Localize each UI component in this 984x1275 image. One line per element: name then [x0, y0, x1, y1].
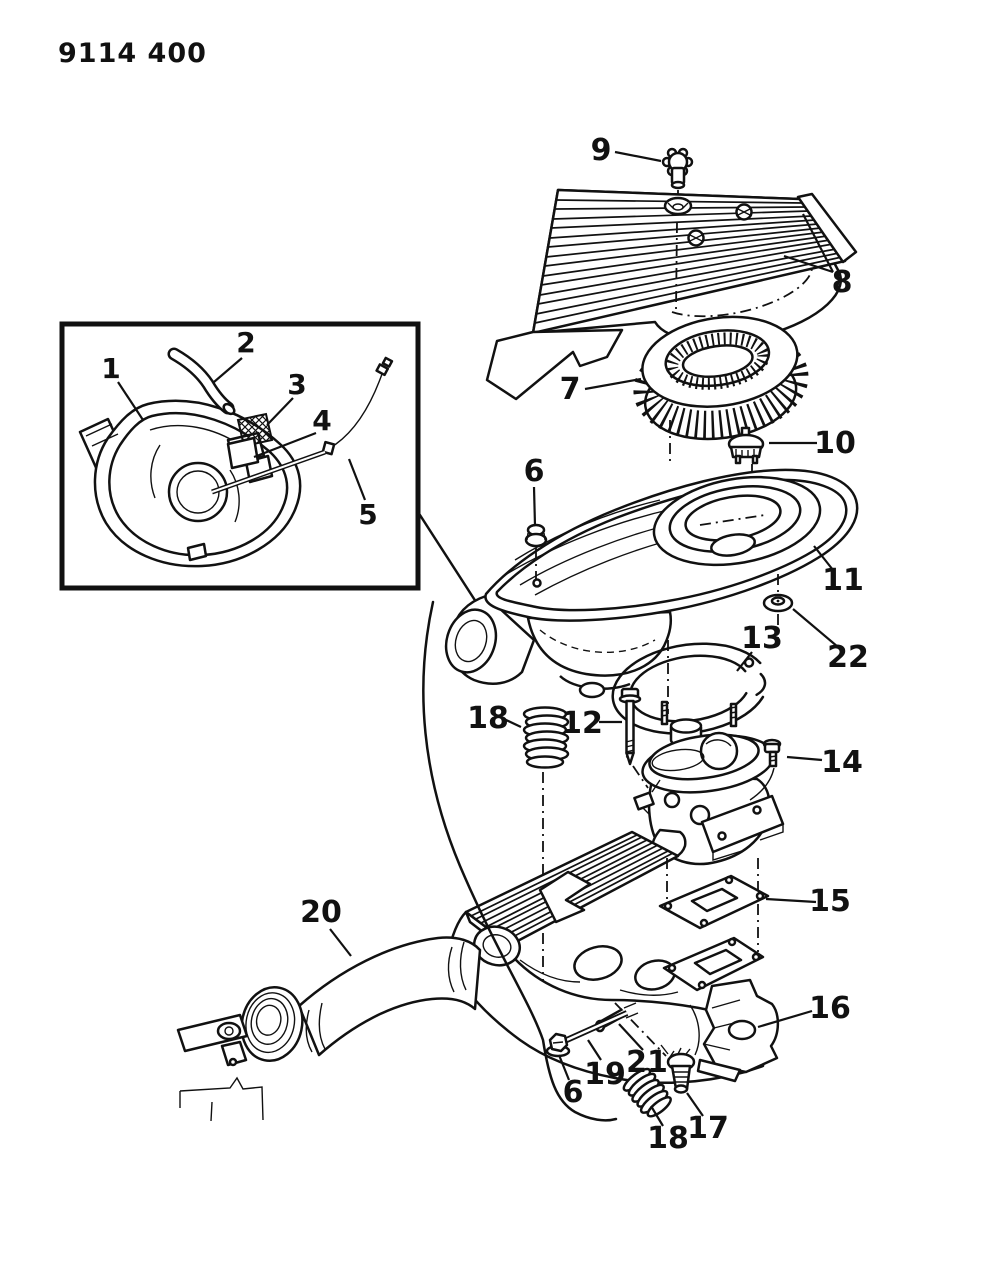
- hold-down-bolt: [618, 687, 649, 789]
- housing-funnel: [526, 610, 672, 677]
- hex-bolt: [545, 1032, 571, 1058]
- callout-14: 14: [821, 745, 863, 780]
- washer: [762, 574, 794, 640]
- clamp-fitting: [660, 1044, 696, 1094]
- callout-20: 20: [300, 895, 342, 930]
- callout-15: 15: [809, 884, 851, 919]
- bracket-bolt: [749, 738, 782, 801]
- centerline: [675, 221, 678, 311]
- callout-19: 19: [584, 1057, 626, 1092]
- screen-mesh: [236, 412, 274, 448]
- callout-10: 10: [814, 426, 856, 461]
- figure-code: 9114 400: [58, 38, 207, 69]
- callout-12: 12: [561, 706, 603, 741]
- callout-17: 17: [687, 1111, 729, 1146]
- hose-routing-curve: [422, 600, 618, 1122]
- carburetor-gaskets: [658, 858, 770, 992]
- air-cleaner-cover: [485, 188, 858, 401]
- cover-front-wing: [485, 328, 624, 401]
- grommet: [524, 523, 548, 588]
- callout-6-lower: 6: [563, 1075, 584, 1110]
- callout-11: 11: [822, 563, 864, 598]
- callout-22: 22: [827, 640, 869, 675]
- callouts: 1 2 3 4 5 9 8 7 10 6 11 22 13 18 12 14 2…: [101, 133, 869, 1156]
- callout-4: 4: [312, 404, 331, 437]
- callout-2: 2: [236, 326, 255, 359]
- linkage-rod: [558, 1002, 639, 1046]
- cover-end-cap: [796, 192, 858, 264]
- callout-8: 8: [832, 265, 853, 300]
- check-valve: [727, 426, 765, 465]
- cover-fins: [534, 199, 843, 324]
- screen-pocket: [226, 436, 260, 470]
- inset-frame: [59, 321, 421, 591]
- air-intake-duct: [176, 936, 482, 1122]
- vacuum-harness: [211, 356, 394, 495]
- callout-5: 5: [358, 498, 377, 531]
- spring-lower: [622, 1067, 672, 1118]
- wing-nut: [661, 147, 694, 190]
- callout-21: 21: [626, 1045, 668, 1080]
- support-bracket: [696, 978, 780, 1083]
- valve-cover-emblem: [538, 870, 592, 924]
- duct-support-bracket: [179, 1076, 264, 1122]
- callout-16: 16: [809, 991, 851, 1026]
- air-cleaner-housing: [444, 468, 859, 699]
- inset-detail-box: [59, 321, 480, 607]
- duct-tube: [297, 936, 482, 1057]
- spring-upper: [522, 706, 570, 769]
- cover-stud-hole: [663, 196, 693, 216]
- callout-18-upper: 18: [467, 701, 509, 736]
- filter-element: [633, 315, 809, 441]
- callout-1: 1: [101, 352, 120, 385]
- engine: [445, 830, 765, 1085]
- callout-6-upper: 6: [524, 454, 545, 489]
- callout-18-lower: 18: [647, 1121, 689, 1156]
- duct-corrugated-end: [240, 986, 304, 1062]
- callout-13: 13: [741, 621, 783, 656]
- inset-pointer-line: [416, 510, 480, 607]
- callout-3: 3: [287, 368, 306, 401]
- callout-9: 9: [591, 133, 612, 168]
- breather-hose: [167, 347, 236, 416]
- carburetor: [633, 700, 785, 866]
- callout-7: 7: [560, 372, 581, 407]
